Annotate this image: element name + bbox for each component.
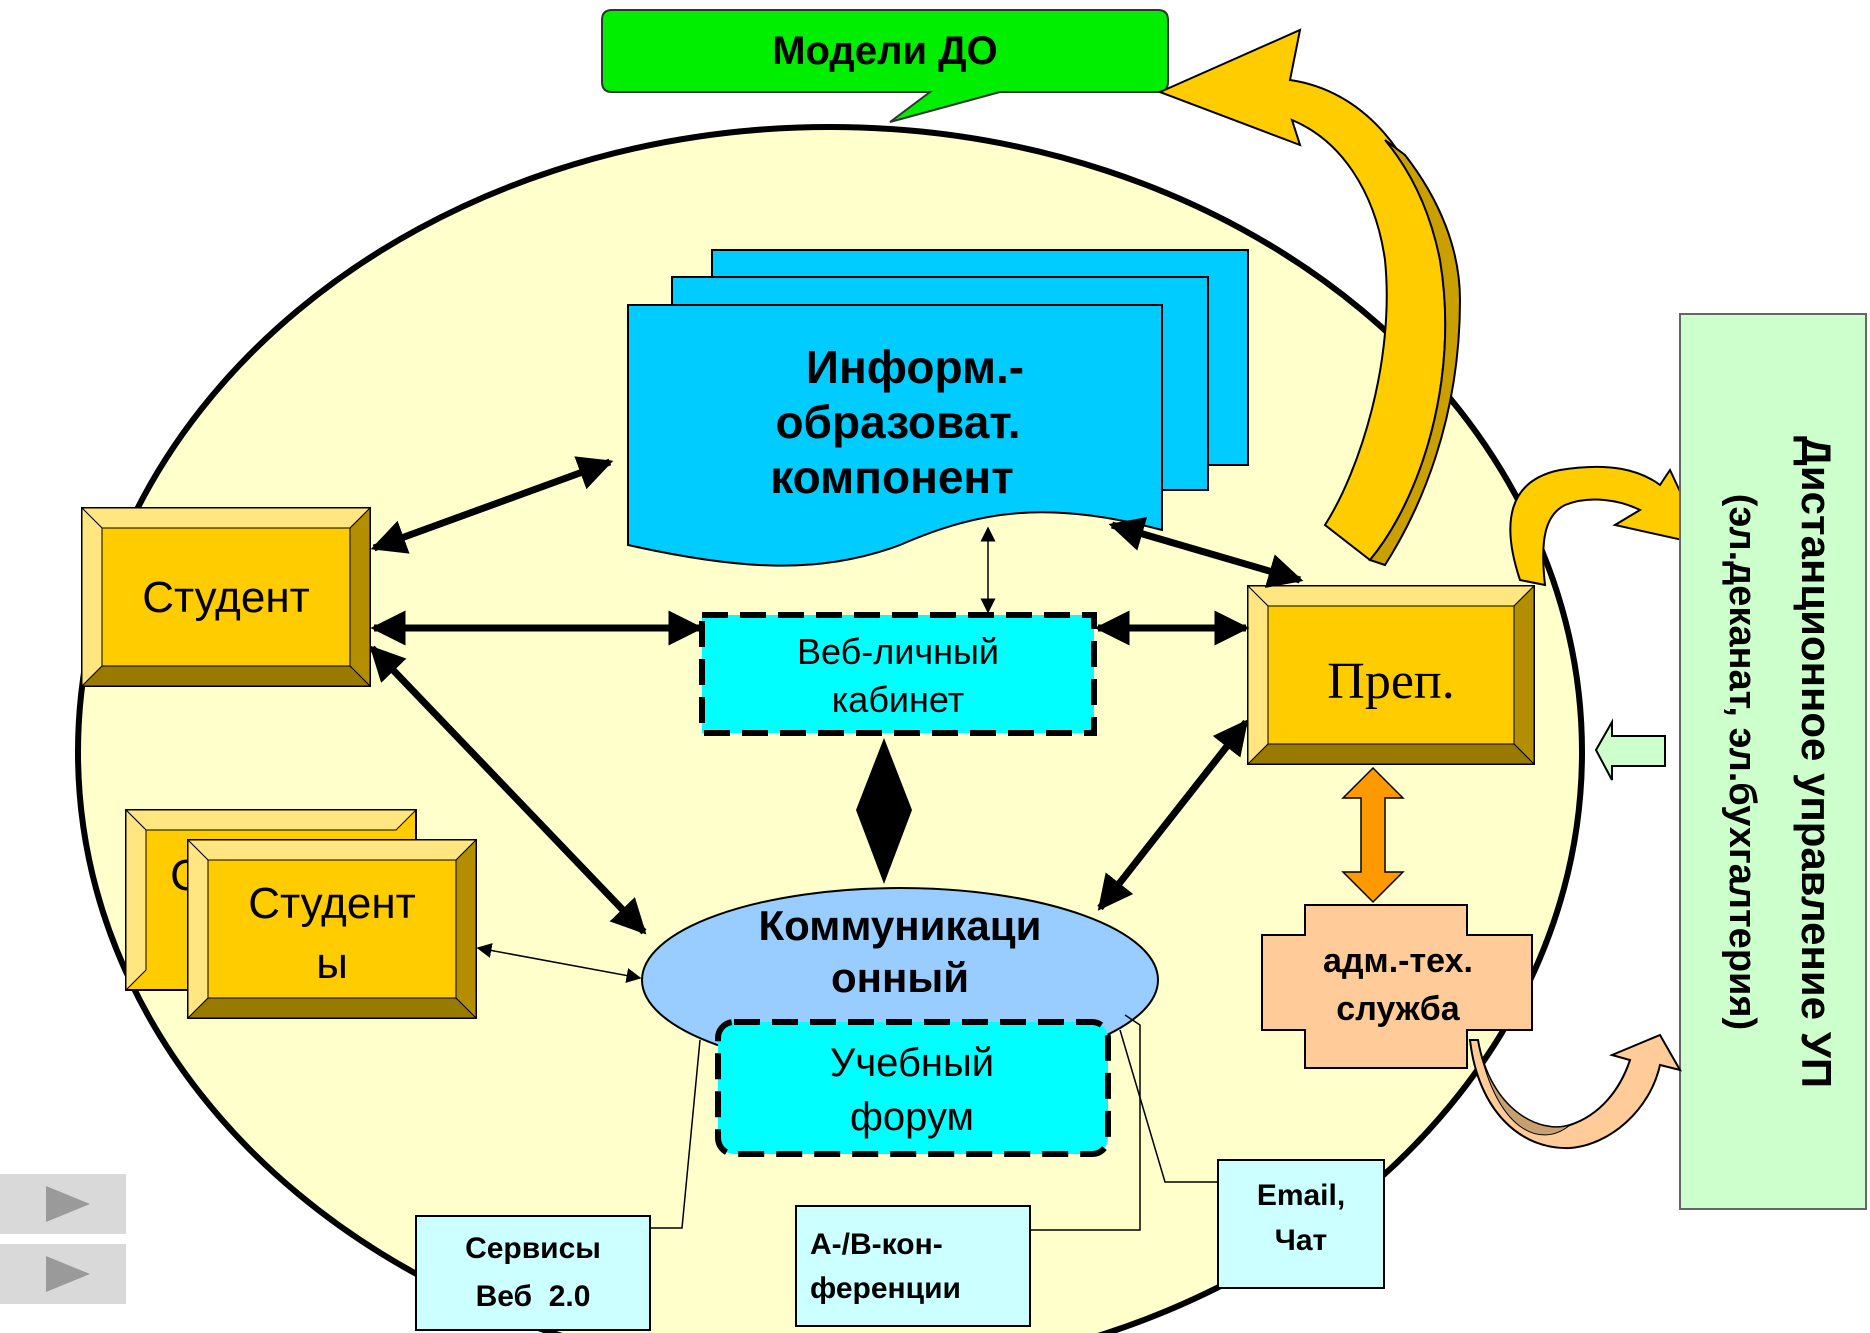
remote-management-title: Дистанционное управление УП bbox=[1793, 436, 1840, 1088]
av-conferences-line2: ференции bbox=[810, 1272, 961, 1305]
services-web20-line1: Сервисы bbox=[465, 1232, 601, 1265]
student-comm-arrow bbox=[369, 645, 647, 935]
nav-button-next-2[interactable] bbox=[0, 1244, 126, 1304]
forum-line2: форум bbox=[850, 1095, 974, 1139]
students-comm-arrow bbox=[476, 943, 642, 983]
callout-leaders bbox=[650, 1014, 1218, 1231]
email-chat-line2: Чат bbox=[1275, 1224, 1327, 1257]
remote-management-panel: Дистанционное управление УП (эл.деканат,… bbox=[1679, 313, 1867, 1210]
students-box: С Студент ы bbox=[124, 808, 478, 1020]
web-cabinet-line1: Веб-личный bbox=[797, 631, 999, 672]
teacher-comm-arrow bbox=[1097, 719, 1249, 911]
av-conferences-callout: А-/В-кон- ференции bbox=[795, 1205, 1031, 1327]
connectors bbox=[369, 456, 1304, 983]
web-cabinet: Веб-личный кабинет bbox=[699, 612, 1097, 736]
student-info-arrow bbox=[370, 456, 614, 554]
student-box: Студент bbox=[80, 506, 372, 688]
teacher-adm-arrow bbox=[1341, 766, 1405, 904]
students-label-line1: Студент bbox=[248, 879, 416, 928]
email-chat-callout: Email, Чат bbox=[1217, 1159, 1385, 1289]
teacher-label: Преп. bbox=[1327, 653, 1454, 710]
curved-arrow-to-panel bbox=[1509, 465, 1707, 587]
av-conferences-line1: А-/В-кон- bbox=[810, 1228, 943, 1261]
curved-arrow-to-models bbox=[1157, 28, 1462, 567]
panel-to-teacher-arrow bbox=[1594, 718, 1666, 781]
student-label: Студент bbox=[142, 573, 310, 622]
forum-line1: Учебный bbox=[830, 1041, 994, 1085]
nav-button-next-1[interactable] bbox=[0, 1174, 126, 1234]
models-do-label: Модели ДО bbox=[772, 29, 998, 73]
forum-box: Учебный форум bbox=[715, 1019, 1111, 1157]
services-web20-line2: Веб 2.0 bbox=[476, 1280, 591, 1313]
communication-line2: онный bbox=[831, 954, 969, 1001]
adm-to-panel-arrow bbox=[1468, 1033, 1683, 1150]
services-web20-callout: Сервисы Веб 2.0 bbox=[415, 1215, 651, 1331]
email-chat-line1: Email, bbox=[1257, 1179, 1345, 1212]
adm-service: адм.-тех. служба bbox=[1261, 904, 1533, 1069]
models-do-callout: Модели ДО bbox=[601, 9, 1169, 123]
info-component-line1: Информ.- bbox=[806, 341, 1024, 393]
adm-service-line1: адм.-тех. bbox=[1323, 942, 1473, 980]
cabinet-comm-diamond bbox=[856, 738, 912, 884]
play-icon bbox=[46, 1256, 90, 1292]
teacher-box: Преп. bbox=[1246, 584, 1536, 766]
remote-management-subtitle: (эл.деканат, эл.бухгалтерия) bbox=[1721, 494, 1763, 1030]
play-icon bbox=[46, 1186, 90, 1222]
info-component: Информ.- образоват. компонент bbox=[627, 249, 1249, 567]
adm-service-line2: служба bbox=[1336, 990, 1460, 1028]
info-component-line2: образоват. bbox=[775, 396, 1020, 448]
web-cabinet-line2: кабинет bbox=[832, 679, 965, 720]
info-teacher-arrow bbox=[1108, 517, 1304, 588]
communication-line1: Коммуникаци bbox=[759, 902, 1042, 949]
students-label-line2: ы bbox=[316, 939, 348, 988]
info-component-line3: компонент bbox=[770, 451, 1014, 503]
